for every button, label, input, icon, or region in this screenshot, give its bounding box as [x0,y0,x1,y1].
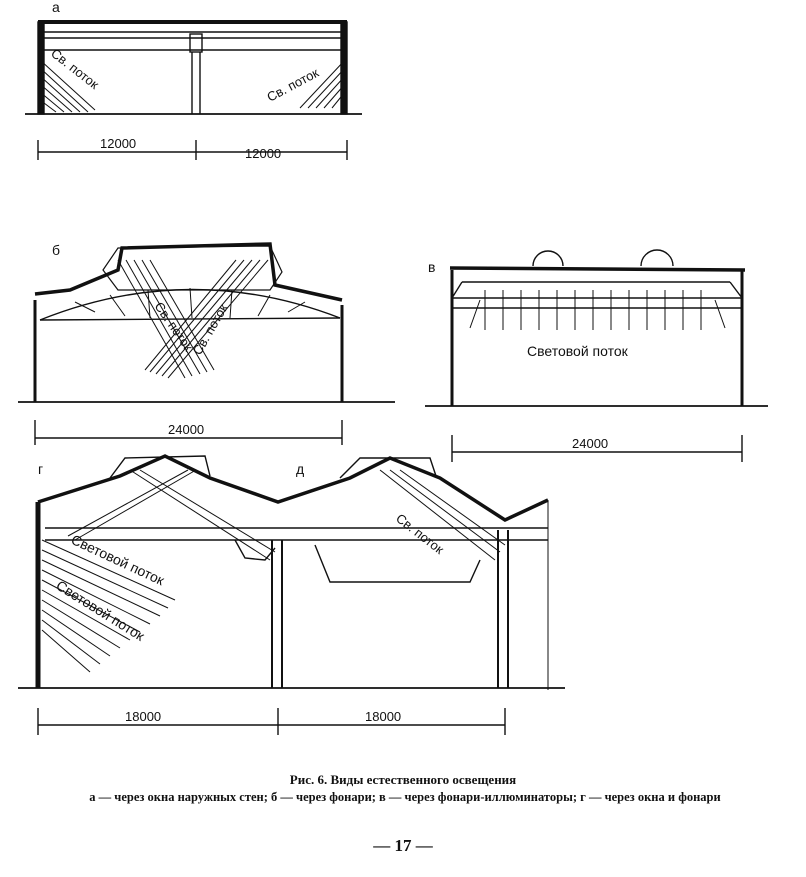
panel-a-dimension-left: 12000 [100,136,136,151]
panel-b-letter: б [52,242,60,258]
panel-c-dimension: 24000 [572,436,608,451]
panel-c-section [425,249,768,462]
panel-b-section [18,242,395,445]
figure-caption-title: Рис. 6. Виды естественного освещения [289,772,517,787]
page-number: — 17 — [373,836,433,855]
figure-drawing: а б в г д Св. поток Св. поток Св. поток … [18,0,768,735]
panel-gd-section [18,454,565,735]
panel-d-letter: д [296,461,304,477]
panel-a-section [25,20,362,160]
panel-c-flow-label: Световой поток [527,343,629,359]
panel-c-letter: в [428,259,435,275]
panel-d-dimension: 18000 [365,709,401,724]
panel-b-dimension: 24000 [168,422,204,437]
panel-b-flow-label-left: Св. поток [152,299,197,354]
panel-d-flow-label: Св. поток [393,511,447,558]
panel-g-dimension: 18000 [125,709,161,724]
figure-caption-description: а — через окна наружных стен; б — через … [89,790,721,804]
panel-g-letter: г [38,461,43,477]
panel-a-flow-label-left: Св. поток [48,46,102,93]
panel-a-flow-label-right: Св. поток [264,65,321,105]
panel-g-flow-label-lower: Световой поток [53,577,148,644]
panel-a-letter: а [52,0,60,15]
panel-a-dimension-right: 12000 [245,146,281,161]
